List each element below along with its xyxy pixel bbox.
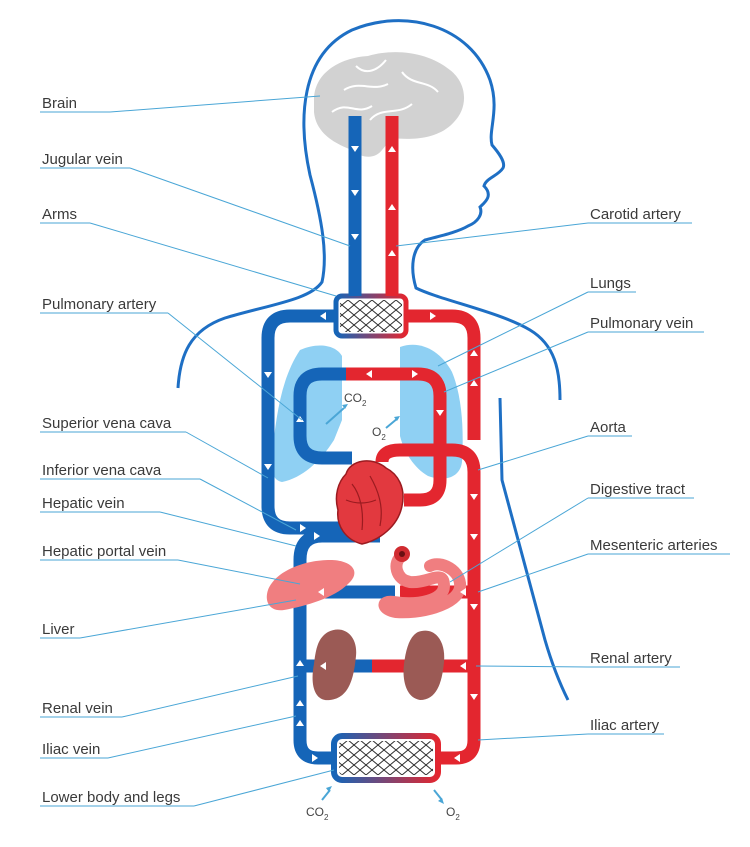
label-lungs: Lungs bbox=[590, 275, 631, 292]
bottom-o2-label: O2 bbox=[446, 805, 460, 822]
bottom-co2-label: CO2 bbox=[306, 805, 329, 822]
lung-o2-label: O2 bbox=[372, 425, 386, 442]
label-pulmonary-artery: Pulmonary artery bbox=[42, 296, 157, 313]
lung-co2-label: CO2 bbox=[344, 391, 367, 408]
heart bbox=[335, 460, 404, 545]
label-hepatic-vein: Hepatic vein bbox=[42, 495, 125, 512]
digestive-tract bbox=[378, 546, 466, 619]
leader-lines-left bbox=[40, 95, 351, 807]
label-inferior-vena-cava: Inferior vena cava bbox=[42, 462, 162, 479]
liver bbox=[266, 560, 355, 611]
label-superior-vena-cava: Superior vena cava bbox=[42, 415, 172, 432]
body-outline bbox=[176, 19, 562, 401]
label-lower-body-and-legs: Lower body and legs bbox=[42, 789, 180, 806]
label-iliac-artery: Iliac artery bbox=[590, 717, 660, 734]
label-renal-vein: Renal vein bbox=[42, 700, 113, 717]
gas-exchange-arrows bbox=[321, 404, 444, 804]
arms-capillary bbox=[333, 293, 409, 339]
label-pulmonary-vein: Pulmonary vein bbox=[590, 315, 693, 332]
label-carotid-artery: Carotid artery bbox=[590, 206, 681, 223]
kidneys bbox=[312, 629, 445, 701]
label-jugular-vein: Jugular vein bbox=[42, 151, 123, 168]
arm-outline bbox=[498, 397, 570, 701]
label-digestive-tract: Digestive tract bbox=[590, 481, 686, 498]
label-aorta: Aorta bbox=[590, 419, 627, 436]
lower-body-capillary bbox=[331, 733, 441, 783]
label-renal-artery: Renal artery bbox=[590, 650, 672, 667]
label-arms: Arms bbox=[42, 206, 77, 223]
label-hepatic-portal-vein: Hepatic portal vein bbox=[42, 543, 166, 560]
leader-lines-right bbox=[395, 222, 730, 741]
flow-arrows bbox=[264, 146, 478, 762]
label-mesenteric-arteries: Mesenteric arteries bbox=[590, 537, 718, 554]
label-liver: Liver bbox=[42, 621, 75, 638]
label-brain: Brain bbox=[42, 95, 77, 112]
label-iliac-vein: Iliac vein bbox=[42, 741, 100, 758]
